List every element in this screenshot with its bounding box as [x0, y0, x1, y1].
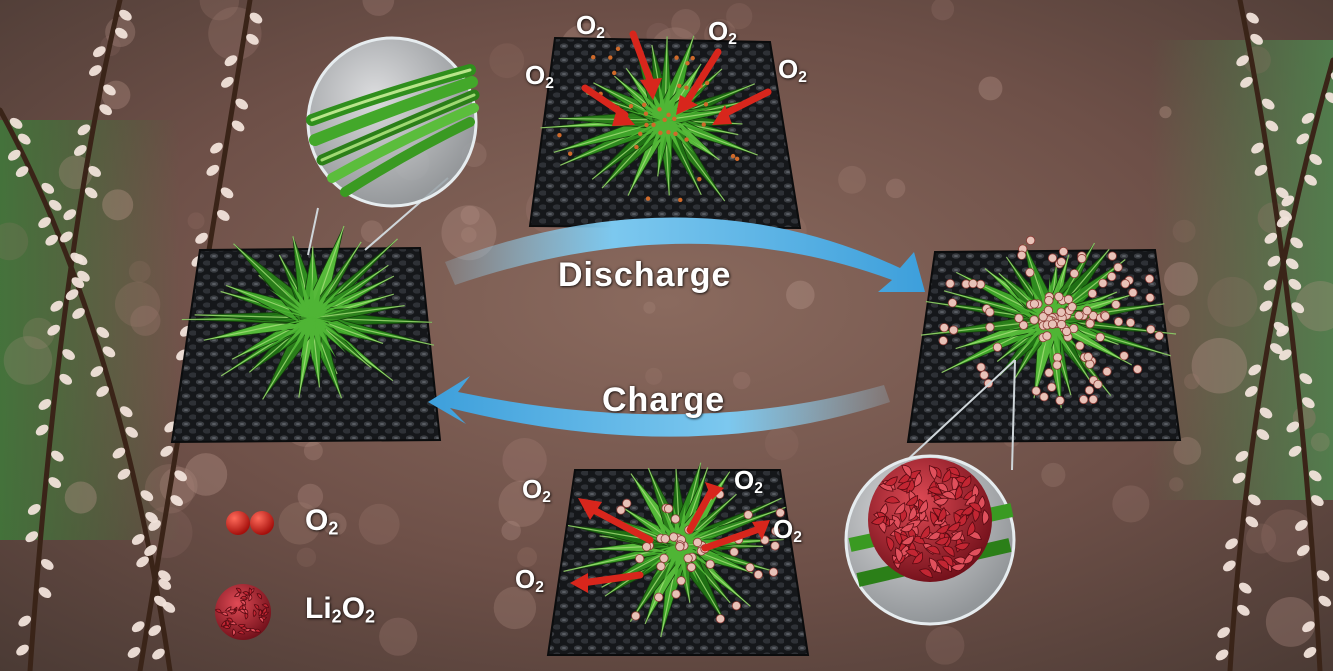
o2-label-bottom-1: O2	[522, 474, 551, 506]
o2-label-top-3: O2	[525, 60, 554, 92]
nanowire-zoom-bubble	[306, 36, 480, 256]
o2-flow-arrows-top	[581, 30, 772, 126]
branch-right-2	[1227, 57, 1333, 671]
legend-o2-label: O2	[305, 504, 339, 539]
discharge-arrow	[445, 217, 925, 292]
legend-li2o2-icon	[214, 584, 271, 640]
legend-o2-icon	[226, 511, 274, 535]
charge-label: Charge	[602, 381, 726, 419]
branch-buds	[8, 9, 1333, 661]
o2-label-bottom-3: O2	[773, 514, 802, 546]
o2-label-bottom-2: O2	[734, 465, 763, 497]
branch-right-1	[1237, 0, 1323, 671]
discharge-label: Discharge	[558, 256, 732, 294]
o2-label-top-2: O2	[708, 16, 737, 48]
nanowire-cluster-left	[181, 225, 435, 400]
nanowire-cluster-right	[920, 235, 1177, 409]
branch-left-3	[0, 107, 173, 671]
nanowire-cluster-top	[540, 35, 758, 203]
legend-li2o2-label: Li2O2	[305, 592, 376, 627]
li2o2-zoom-bubble	[844, 359, 1016, 626]
o2-label-top-1: O2	[576, 10, 605, 42]
o2-flow-arrows-bottom	[570, 482, 770, 593]
nanowire-cluster-bottom	[563, 462, 786, 638]
o2-label-bottom-4: O2	[515, 564, 544, 596]
charge-arrow	[428, 376, 890, 437]
o2-label-top-4: O2	[778, 54, 807, 86]
li2o2-petals	[870, 464, 990, 579]
